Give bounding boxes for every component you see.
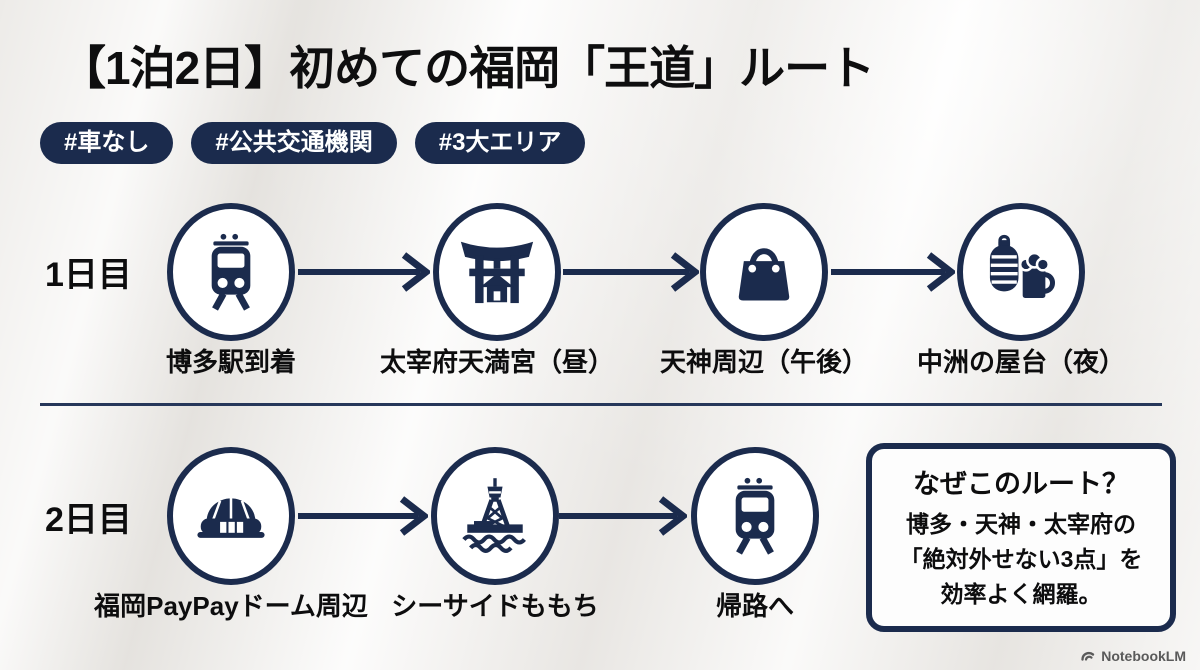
hashtag-row: #車なし #公共交通機関 #3大エリア (40, 122, 586, 164)
seaside-tower-icon (462, 478, 526, 553)
section-divider (40, 403, 1162, 406)
callout-line: 効率よく網羅。 (940, 581, 1102, 607)
day2-label: 2日目 (45, 501, 132, 539)
dome-icon (197, 497, 265, 538)
notebooklm-watermark: NotebookLM (1080, 648, 1186, 664)
route-stop-paypay-dome (167, 447, 295, 585)
stop-label-hakata: 博多駅到着 (165, 347, 296, 377)
stop-label-dazaifu: 太宰府天満宮（昼） (379, 347, 614, 377)
tag-no-car: #車なし (40, 122, 174, 164)
callout-line: 博多・天神・太宰府の (906, 511, 1136, 537)
callout-line: 「絶対外せない3点」を (899, 546, 1143, 572)
route-rationale-callout: なぜこのルート？ 博多・天神・太宰府の 「絶対外せない3点」を 効率よく網羅。 (866, 443, 1176, 632)
stop-label-nakasu: 中洲の屋台（夜） (916, 347, 1125, 377)
route-stop-dazaifu (433, 203, 561, 341)
tag-public-transport: #公共交通機関 (191, 122, 397, 164)
watermark-label: NotebookLM (1101, 648, 1186, 664)
train-icon (211, 233, 251, 311)
route-stop-hakata (167, 203, 295, 341)
route-stop-nakasu (957, 203, 1085, 341)
callout-body: 博多・天神・太宰府の 「絶対外せない3点」を 効率よく網羅。 (872, 507, 1170, 612)
day1-label: 1日目 (45, 256, 132, 294)
tag-three-areas: #3大エリア (414, 122, 586, 164)
page-title: 【1泊2日】初めての福岡「王道」ルート (60, 42, 875, 94)
arrow-right-icon (298, 496, 428, 536)
arrow-right-icon (831, 252, 955, 292)
stop-label-return: 帰路へ (715, 591, 794, 621)
shopping-bag-icon (738, 248, 790, 301)
route-stop-momochi (431, 447, 559, 585)
callout-title: なぜこのルート？ (913, 469, 1129, 499)
arrow-right-icon (563, 252, 699, 292)
notebooklm-logo-icon (1081, 651, 1095, 661)
stop-label-momochi: シーサイドももち (391, 591, 599, 621)
arrow-right-icon (298, 252, 430, 292)
stop-label-paypay-dome: 福岡PayPayドーム周辺 (94, 591, 368, 621)
train-icon (735, 477, 775, 555)
arrow-right-icon (559, 496, 687, 536)
route-stop-return (691, 447, 819, 585)
lantern-beer-icon (989, 234, 1055, 299)
torii-shrine-icon (460, 241, 534, 304)
route-stop-tenjin (700, 203, 828, 341)
stop-label-tenjin: 天神周辺（午後） (659, 347, 868, 377)
